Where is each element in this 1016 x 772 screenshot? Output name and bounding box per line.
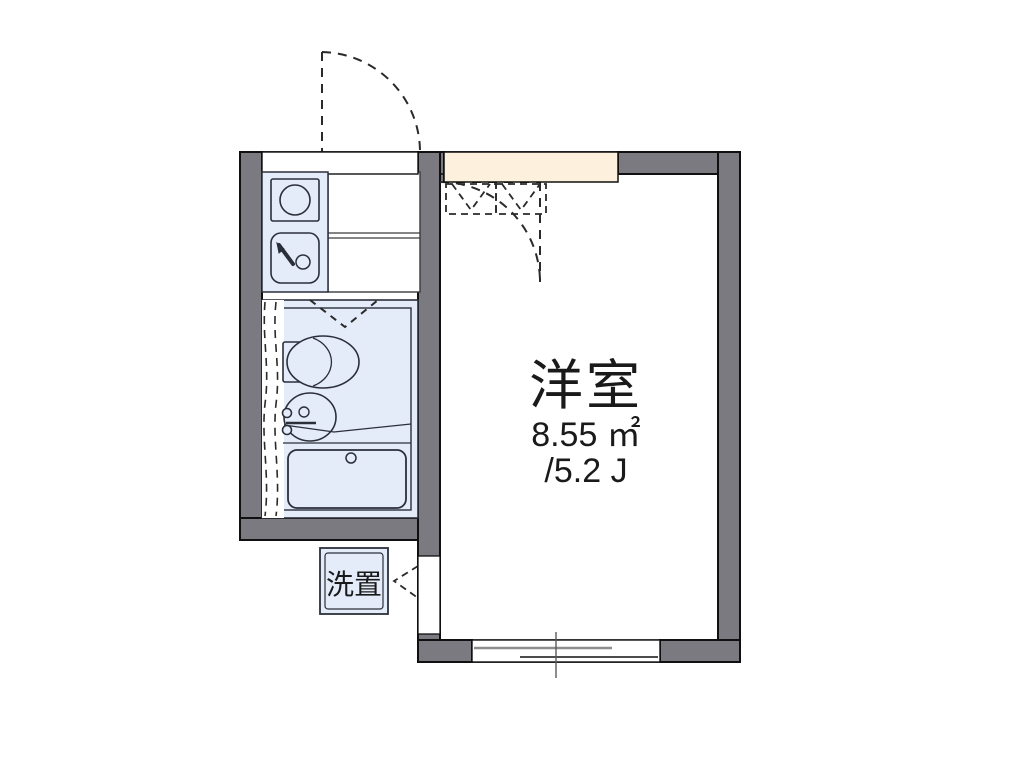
bathtub-icon xyxy=(287,449,407,509)
vanity-handle-2 xyxy=(281,424,293,436)
bath-door-fold xyxy=(309,299,379,329)
closet-folding-door xyxy=(445,183,547,215)
washer-door-jamb xyxy=(417,555,441,635)
page-title: 洋室 xyxy=(529,356,643,416)
washer-placement-label: 洗置 xyxy=(326,569,382,600)
toilet-seat-line xyxy=(312,337,333,387)
entry-closet xyxy=(443,151,619,183)
washer-box-inner xyxy=(324,552,384,610)
washer-door-fold xyxy=(392,565,419,599)
front-entrance-door xyxy=(321,51,421,153)
bathroom-folding-door xyxy=(309,299,379,329)
building-outline xyxy=(239,151,741,663)
building-outline-path xyxy=(239,151,741,663)
shower-curtain-line-2 xyxy=(274,301,279,517)
unit-bath-group xyxy=(261,299,419,519)
entrance-hall-group xyxy=(327,171,421,293)
closet-fold-v2 xyxy=(501,183,541,212)
vanity-sink-icon xyxy=(281,392,412,444)
shower-curtain-line-1 xyxy=(263,301,268,517)
front-door-swing-arc xyxy=(321,51,421,153)
front-door-threshold xyxy=(261,151,419,175)
inner-face-main-room xyxy=(439,173,719,641)
stove-burner-icon xyxy=(279,184,311,216)
vanity-basin-icon xyxy=(283,392,337,442)
kitchen-sink-drain-icon xyxy=(295,254,311,270)
toilet-bowl-icon xyxy=(286,335,360,389)
front-door-opening xyxy=(261,151,419,175)
bathtub-drain-icon xyxy=(345,452,357,464)
room-jyo-label: /5.2 J xyxy=(544,452,627,490)
entry-closet-group xyxy=(443,151,619,215)
washing-machine-placement xyxy=(319,547,389,615)
sliding-window xyxy=(471,632,661,678)
vanity-drain-icon xyxy=(298,406,310,418)
window-frame xyxy=(471,639,661,663)
closet-door-panel-2 xyxy=(495,183,547,215)
room-area-label: 8.55 ㎡ xyxy=(531,416,641,454)
vanity-counter-edge xyxy=(283,423,412,433)
washer-opening xyxy=(417,555,441,635)
kitchen-unit-group xyxy=(261,171,329,293)
closet-fold-v1 xyxy=(451,183,491,212)
wall-right-outer xyxy=(717,151,741,663)
wall-bottom-left-pier xyxy=(417,639,473,663)
wall-bottom-right-pier xyxy=(659,639,741,663)
kitchen-faucet-head-icon xyxy=(276,241,285,254)
wall-left-outer xyxy=(239,151,263,541)
bathtub-basin-icon xyxy=(287,449,407,509)
room-labels-group: 洋室 8.55 ㎡ /5.2 J 洗置 xyxy=(326,356,643,600)
shower-curtain-band xyxy=(262,300,284,518)
washer-area-folding-door xyxy=(392,565,419,599)
wall-bath-bottom xyxy=(239,517,441,541)
shower-curtain xyxy=(262,300,284,518)
vanity-handle-1 xyxy=(281,407,293,419)
toilet-icon xyxy=(282,335,360,389)
entrance-hall xyxy=(327,171,421,293)
kitchen-sink-icon xyxy=(270,232,320,284)
